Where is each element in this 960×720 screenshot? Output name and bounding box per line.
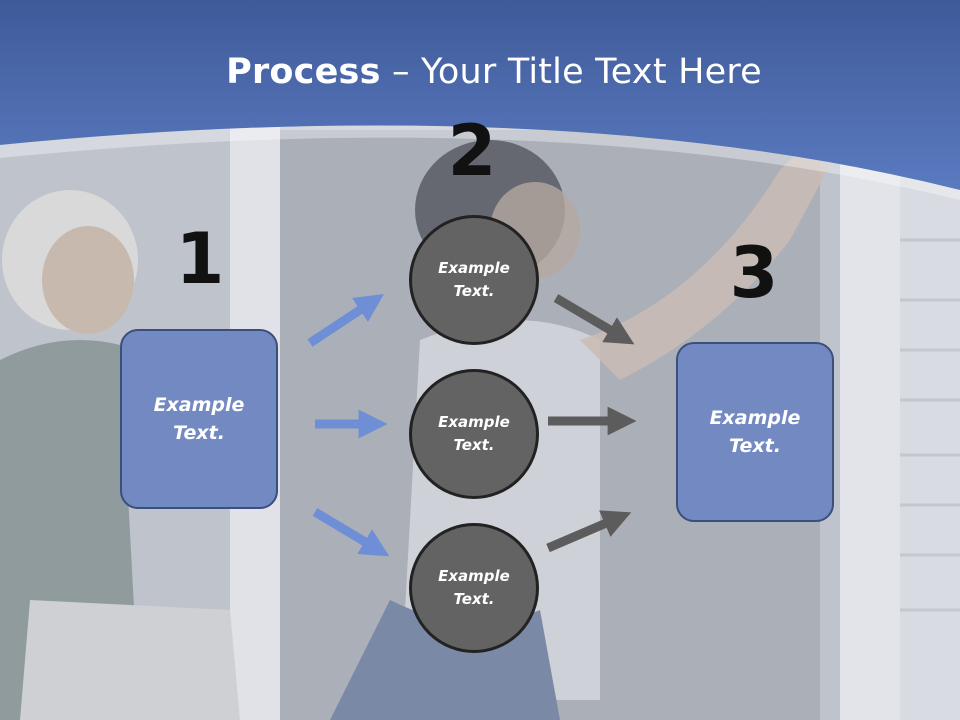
circle-top-line1: Example [438,258,510,277]
step-number-2: 2 [447,110,497,192]
arrow-circle-top-to-box [553,294,635,345]
right-box-line2: Text. [729,435,781,457]
left-box-line2: Text. [173,422,225,444]
circle-middle-line1: Example [438,412,510,431]
slide-title: Process – Your Title Text Here [0,52,960,92]
arrow-box-to-circle-top [307,294,385,347]
arrow-box-to-circle-bottom [312,508,390,557]
circle-top: Example Text. [409,215,539,345]
right-process-box: Example Text. [676,342,834,522]
step-number-3: 3 [729,232,779,314]
banner-swoosh [0,125,960,200]
circle-middle-line2: Text. [453,436,495,454]
title-bold: Process [226,52,381,92]
arrow-circle-bottom-to-box [546,510,632,553]
step-number-1: 1 [175,218,225,300]
left-process-box: Example Text. [120,329,278,509]
circle-top-line2: Text. [453,282,495,300]
left-box-line1: Example [153,393,245,416]
circle-bottom: Example Text. [409,523,539,653]
right-box-line1: Example [709,406,801,429]
circle-bottom-line1: Example [438,566,510,585]
title-rest: – Your Title Text Here [380,52,762,92]
title-banner [0,0,960,190]
circle-bottom-line2: Text. [453,590,495,608]
circle-middle: Example Text. [409,369,539,499]
